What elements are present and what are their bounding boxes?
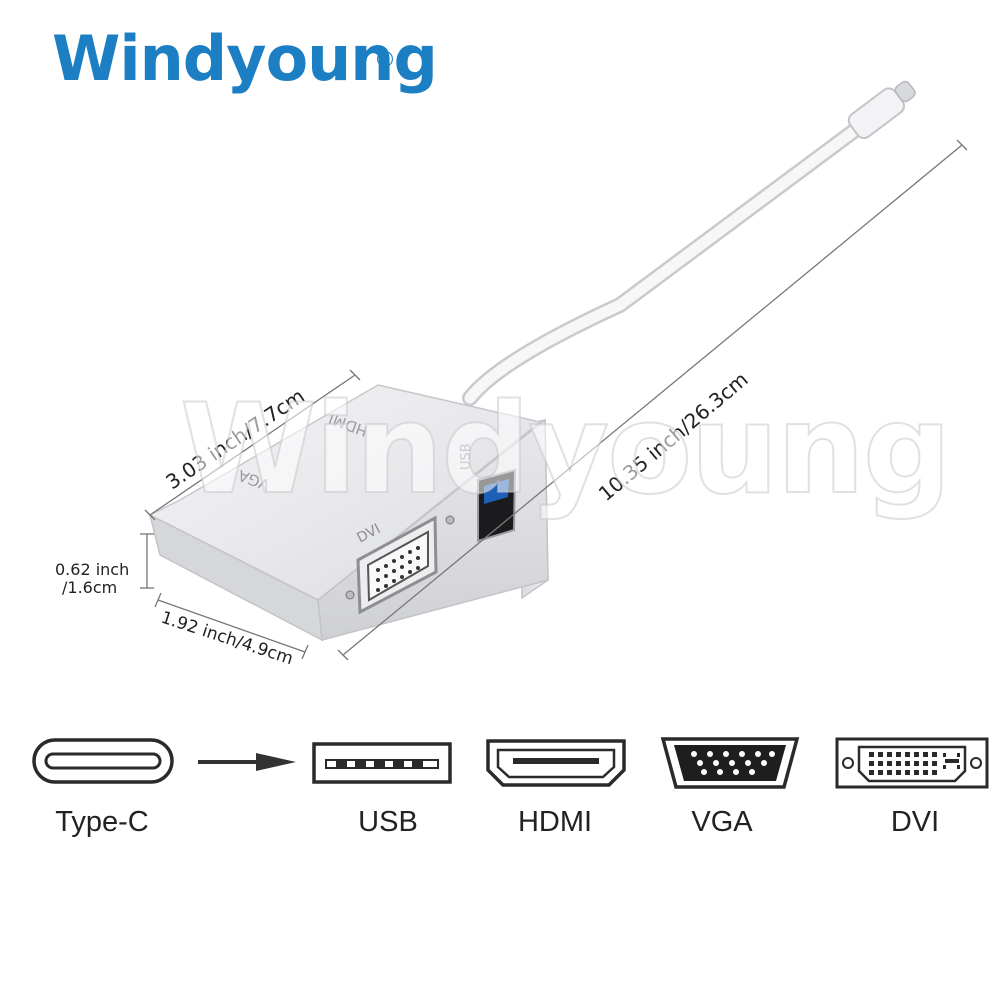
width-dimension: 1.92 inch/4.9cm bbox=[158, 608, 295, 670]
adapter-illustration: HDMI VGA USB DVI 3.03 inch/7.7cm 10.35 i… bbox=[55, 80, 968, 670]
brand-logo: Windyoung bbox=[52, 28, 438, 90]
height-dimension-inch: 0.62 inch bbox=[55, 560, 129, 579]
dvi-label: DVI bbox=[890, 806, 940, 838]
vga-icon bbox=[660, 737, 800, 789]
cable-length-dimension: 10.35 inch/26.3cm bbox=[594, 367, 753, 506]
usb-c-icon bbox=[32, 738, 174, 784]
dvi-icon bbox=[835, 737, 989, 789]
type-c-label: Type-C bbox=[55, 806, 149, 838]
hdmi-icon bbox=[486, 739, 626, 787]
usb-label: USB bbox=[358, 806, 418, 838]
dvi-port bbox=[345, 515, 455, 615]
arrow-right-icon bbox=[198, 753, 296, 771]
vga-label: VGA bbox=[691, 806, 753, 838]
adapter-body: HDMI VGA USB DVI bbox=[148, 384, 549, 642]
usb-port-label: USB bbox=[459, 443, 474, 470]
registered-mark: ® bbox=[374, 48, 396, 73]
dimension-lines bbox=[140, 139, 968, 661]
usb-c-cable bbox=[462, 80, 916, 406]
usb-port bbox=[477, 468, 517, 543]
brand-name: Windyoung bbox=[52, 22, 438, 95]
height-dimension-cm: /1.6cm bbox=[62, 578, 117, 597]
hdmi-label: HDMI bbox=[517, 806, 593, 838]
usb-a-icon bbox=[312, 742, 452, 784]
